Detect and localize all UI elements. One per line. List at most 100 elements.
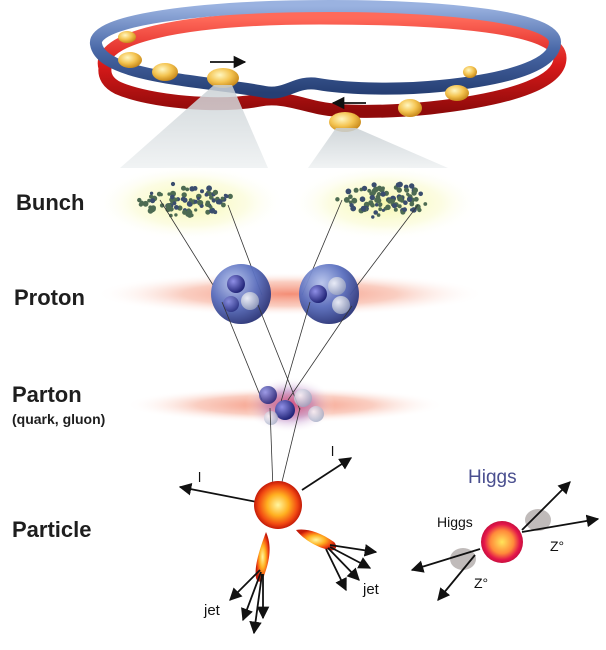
proton-dot [359, 196, 366, 202]
parton-level [125, 301, 445, 433]
zoom-cones [120, 85, 448, 168]
label-parton: Parton [12, 382, 82, 407]
jet-tracks-right [325, 544, 378, 592]
proton-dot [205, 209, 211, 215]
proton-dot [170, 181, 176, 187]
proton-dot [360, 205, 367, 212]
zoom-lines [221, 301, 353, 413]
proton-dot [413, 196, 419, 202]
proton-dot [393, 207, 398, 212]
parton [264, 411, 278, 425]
proton-dot [172, 201, 177, 206]
proton-dot [185, 212, 190, 217]
proton-right [299, 264, 359, 324]
proton-dot [367, 188, 372, 193]
parton [308, 406, 324, 422]
proton-dot [206, 185, 213, 192]
proton-dot [196, 196, 201, 201]
ring-bunch [329, 112, 361, 132]
proton-dot [371, 182, 377, 188]
proton-dot [209, 195, 214, 200]
bunch-halo-right [290, 165, 480, 241]
z-boson-right [525, 509, 551, 531]
proton-cloud-right [335, 181, 428, 219]
proton-dot [385, 204, 391, 211]
zoom-lines [269, 407, 301, 491]
proton-dot [345, 188, 352, 195]
proton-dot [150, 198, 156, 204]
proton-dot [212, 189, 218, 195]
proton-dot [369, 194, 375, 201]
proton-dot [189, 213, 194, 218]
proton-dot [194, 208, 198, 212]
proton-dot [397, 195, 403, 202]
parton [275, 400, 295, 420]
proton-dot [142, 200, 149, 207]
proton-dot [343, 197, 350, 203]
collision-fireball [254, 481, 302, 529]
proton-dot [167, 192, 171, 196]
proton-dot [374, 203, 379, 207]
parton [294, 389, 312, 407]
proton-dot [225, 194, 229, 199]
zoom-cone-left [120, 85, 268, 168]
proton-dot [200, 189, 204, 194]
proton-dot [181, 192, 187, 198]
label-lepton-left: l [198, 469, 202, 485]
proton-dot [149, 191, 154, 195]
quark [309, 285, 327, 303]
higgs-title: Higgs [468, 467, 517, 488]
ring-bunch [118, 31, 136, 43]
proton-dot [397, 181, 403, 188]
ring-bunch [207, 68, 239, 88]
proton-dot [188, 198, 193, 202]
proton-dot [185, 187, 190, 192]
label-bunch: Bunch [16, 190, 85, 215]
label-proton: Proton [14, 285, 85, 310]
proton-dot [381, 208, 385, 212]
red-ring [97, 11, 567, 118]
proton-dot [209, 205, 213, 209]
quark [332, 296, 350, 314]
accelerator-rings [90, 0, 567, 132]
proton-dot [391, 203, 397, 209]
proton-dot [409, 201, 415, 207]
proton-dot [147, 198, 152, 203]
proton-dot [376, 213, 381, 217]
label-particle: Particle [12, 517, 92, 542]
proton-dot [150, 205, 156, 211]
proton-dot [205, 200, 211, 206]
ring-bunch [445, 85, 469, 101]
proton-dot [380, 191, 386, 197]
proton-dot [351, 197, 358, 204]
proton-dot [215, 199, 221, 205]
proton-dot [409, 183, 415, 189]
proton-dot [373, 210, 379, 215]
proton-dot [403, 200, 408, 205]
proton-dot [174, 213, 178, 217]
proton-dot [387, 198, 393, 204]
proton-halo [95, 272, 485, 316]
bunch-level [95, 165, 480, 241]
label-higgs: Higgs [437, 514, 473, 530]
proton-dot [417, 207, 422, 213]
ring-bunch [463, 66, 477, 78]
proton-dot [350, 205, 357, 212]
proton-dot [418, 191, 424, 197]
quark [227, 275, 245, 293]
proton-dot [189, 186, 195, 192]
label-lepton-right: l [331, 443, 335, 459]
proton-dot [373, 186, 379, 192]
z-boson-left [450, 548, 476, 570]
label-parton-sub: (quark, gluon) [12, 411, 106, 427]
label-jet-right: jet [363, 581, 379, 598]
proton-dot [335, 197, 340, 202]
proton-dot [197, 199, 203, 206]
label-z-right: Z° [550, 538, 565, 554]
proton-dot [370, 202, 375, 208]
proton-dot [406, 196, 413, 202]
proton-dot [149, 194, 154, 199]
higgs-decay-tracks [410, 481, 600, 601]
proton-dot [221, 202, 226, 208]
